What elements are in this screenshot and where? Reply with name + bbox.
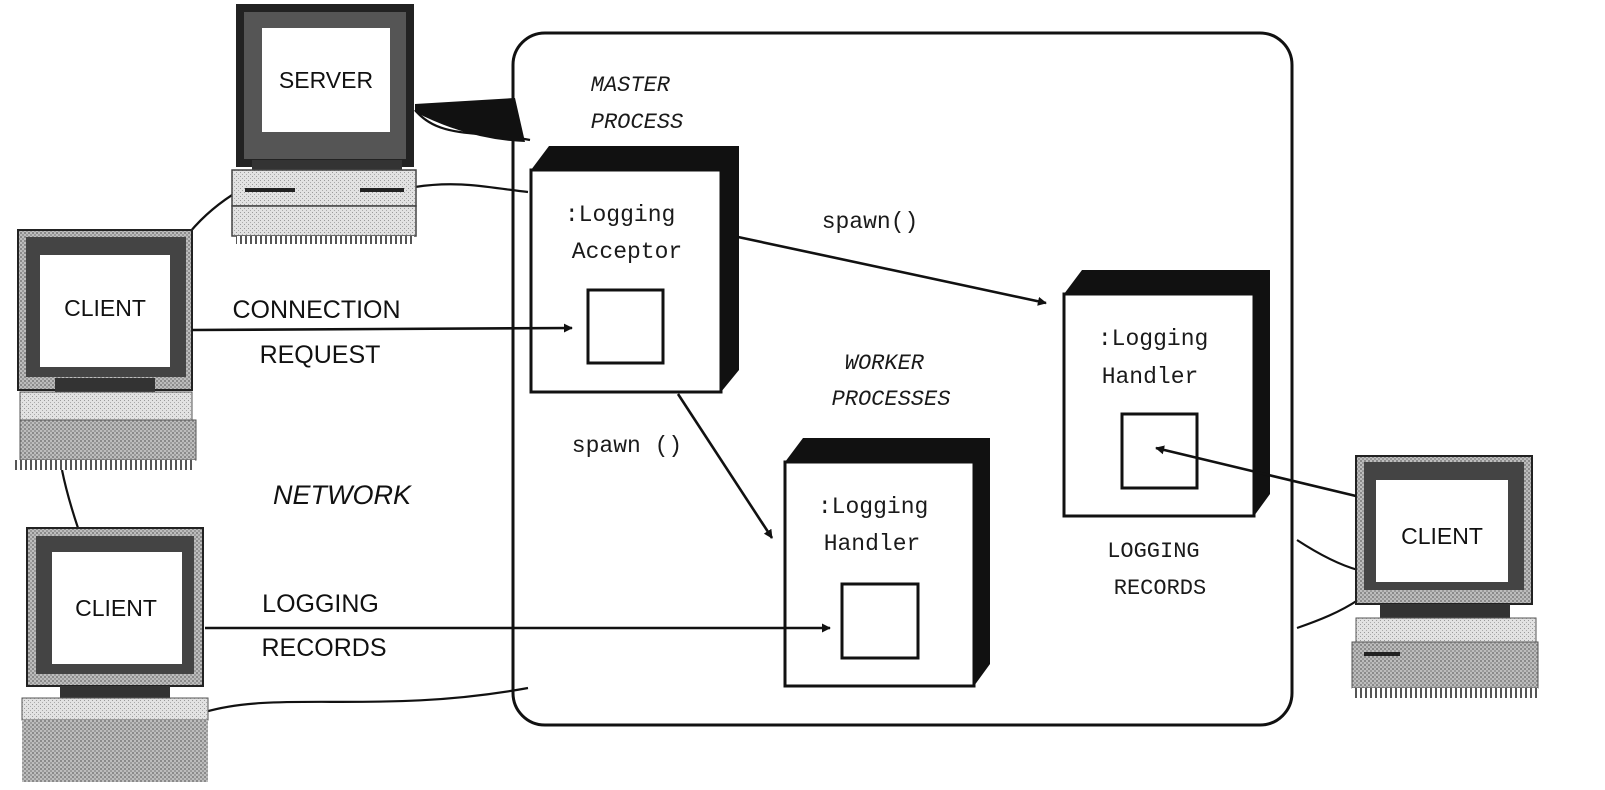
client-bottom-left-label: CLIENT xyxy=(75,595,157,621)
connection-request-label: CONNECTION REQUEST xyxy=(232,296,407,369)
master-process-line-2: PROCESS xyxy=(591,110,683,135)
server-process-boundary xyxy=(511,31,1294,727)
logging-records-right-line-1: LOGGING xyxy=(1107,539,1199,564)
logging-records-right-label: LOGGING RECORDS xyxy=(1107,539,1213,601)
handler-worker-port-box xyxy=(840,582,920,660)
server-label: SERVER xyxy=(279,67,373,93)
handler-worker-line-1: :Logging xyxy=(818,494,928,520)
server-computer-icon xyxy=(231,4,417,244)
acceptor-label: :Logging Acceptor xyxy=(565,202,689,265)
logging-handler-worker-component: :Logging Handler xyxy=(783,438,990,688)
spawn-left-arrow xyxy=(676,393,774,539)
connection-label-line-1: CONNECTION xyxy=(232,296,400,324)
handler-right-line-1: :Logging xyxy=(1098,326,1208,352)
logging-records-right-arrow xyxy=(1155,445,1357,498)
worker-processes-line-1: WORKER xyxy=(845,351,925,376)
cable-right-client-top xyxy=(1296,539,1359,572)
cable-right-client-bottom xyxy=(1296,599,1359,630)
logging-acceptor-component: :Logging Acceptor xyxy=(529,146,739,394)
worker-processes-label: WORKER PROCESSES xyxy=(832,351,951,412)
acceptor-label-line-2: Acceptor xyxy=(572,239,682,265)
handler-right-port-box xyxy=(1120,412,1199,490)
cable-client-to-client xyxy=(60,469,80,529)
master-process-line-1: MASTER xyxy=(591,73,671,98)
client-computer-icon xyxy=(1351,455,1539,698)
acceptor-port-box xyxy=(586,288,665,365)
handler-right-line-2: Handler xyxy=(1102,364,1199,390)
client-top-left-label: CLIENT xyxy=(64,295,146,321)
handler-worker-label: :Logging Handler xyxy=(818,494,942,557)
network-label: NETWORK xyxy=(273,480,412,510)
arrows xyxy=(191,235,1357,633)
cable-server-bottom xyxy=(414,183,529,194)
spawn-left-label: spawn () xyxy=(572,433,682,459)
acceptor-label-line-1: :Logging xyxy=(565,202,675,228)
logging-records-left-label: LOGGING RECORDS xyxy=(261,590,386,662)
spawn-top-arrow xyxy=(737,235,1047,306)
client-right-label: CLIENT xyxy=(1401,523,1483,549)
master-process-label: MASTER PROCESS xyxy=(591,73,683,135)
client-computer-icon xyxy=(21,527,209,782)
spawn-top-label: spawn() xyxy=(822,209,919,235)
server-connector-wedge xyxy=(415,98,525,142)
logging-records-left-line-2: RECORDS xyxy=(261,634,386,662)
cable-bottom-client xyxy=(204,686,529,714)
handler-right-label: :Logging Handler xyxy=(1098,326,1222,390)
connection-label-line-2: REQUEST xyxy=(260,341,381,369)
client-computer-icon xyxy=(15,229,197,470)
logging-records-left-line-1: LOGGING xyxy=(262,590,379,618)
handler-worker-line-2: Handler xyxy=(824,531,921,557)
logging-handler-right-component: :Logging Handler xyxy=(1062,270,1270,518)
worker-processes-line-2: PROCESSES xyxy=(832,387,951,412)
connection-request-arrow xyxy=(191,323,573,333)
logging-records-right-line-2: RECORDS xyxy=(1114,576,1206,601)
